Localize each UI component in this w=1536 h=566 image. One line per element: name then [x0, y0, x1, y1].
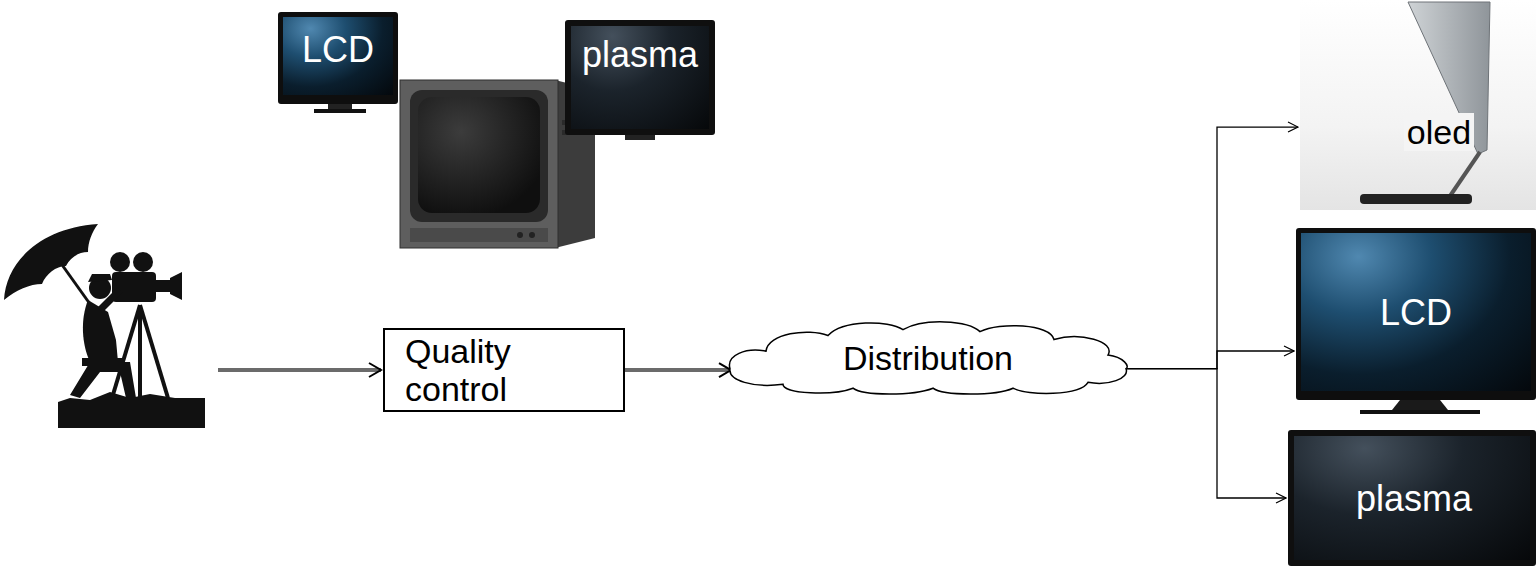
text-area: plasma [1304, 464, 1524, 534]
monitor-stand-part [625, 135, 655, 140]
node-label: LCD [302, 30, 374, 70]
camera-operator-part [112, 272, 156, 302]
camera-operator-part [156, 280, 170, 292]
text-area: Distribution [788, 330, 1068, 386]
text-area: oled [1384, 108, 1494, 156]
camera-operator-part [100, 290, 120, 310]
text-area: Quality control [405, 332, 575, 408]
monitor-stand-part [1360, 410, 1480, 414]
connector-arrow [1126, 369, 1286, 498]
camera-operator-part [4, 224, 98, 300]
node-label: plasma [582, 35, 698, 75]
connector-arrow [625, 368, 731, 372]
node-label: plasma [1356, 479, 1472, 519]
crt-monitor-part [410, 90, 548, 222]
camera-arrow [218, 370, 381, 371]
monitor-stand-part [314, 109, 366, 113]
node-label: LCD [1380, 293, 1452, 333]
camera-operator-part [133, 252, 153, 272]
node-label: Distribution [843, 339, 1013, 377]
crt-monitor-part [517, 232, 523, 238]
crt-monitor-part [400, 80, 558, 248]
text-area: plasma [575, 30, 705, 80]
monitor-stand-part [1392, 400, 1448, 410]
camera-operator-part [170, 272, 182, 300]
connector-arrow [1126, 127, 1298, 369]
crt-monitor-part [418, 97, 540, 213]
connector-group [625, 370, 731, 371]
oled-base [1360, 194, 1472, 204]
cloud-path [729, 322, 1127, 394]
crt-monitor-part [529, 232, 535, 238]
plasma-monitor: plasma [1288, 430, 1536, 566]
node-label: Quality control [405, 332, 575, 408]
connector-group [1126, 369, 1286, 498]
node-label: oled [1404, 113, 1474, 151]
camera-operator-part [110, 252, 130, 272]
lcd-monitor: LCD [278, 12, 398, 104]
process-box: Quality control [383, 328, 625, 412]
connector-group [1126, 127, 1298, 369]
camera-operator-part [138, 305, 142, 398]
connector-arrow [1126, 351, 1294, 369]
connector-group [1126, 351, 1294, 369]
oled-display: oled [1300, 0, 1536, 210]
oled-arm [1450, 152, 1480, 196]
cloud-shape: Distribution [728, 318, 1128, 396]
camera-operator [4, 224, 205, 428]
camera-operator-part [70, 362, 136, 398]
lcd-monitor: LCD [1296, 228, 1536, 400]
plasma-monitor: plasma [565, 20, 715, 135]
camera-operator-part [88, 274, 112, 282]
camera-arrow-part [218, 368, 381, 372]
text-area: LCD [1311, 273, 1521, 353]
oled-figure [1300, 0, 1536, 210]
text-area: LCD [285, 21, 391, 79]
crt-monitor-part [410, 228, 548, 242]
camera-operator-part [140, 305, 168, 398]
